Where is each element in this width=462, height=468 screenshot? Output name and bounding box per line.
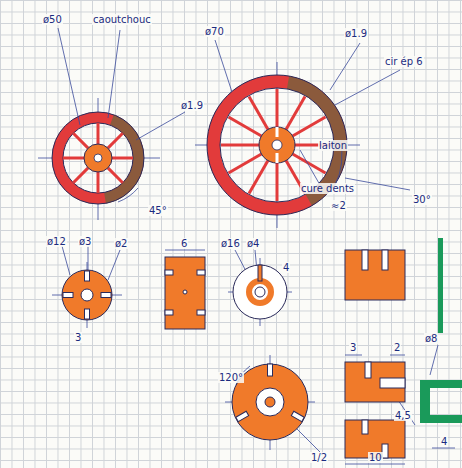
dimension-label: 45° <box>148 205 168 216</box>
dimension-label: ø50 <box>42 14 63 25</box>
dimension-label: ø16 <box>220 238 241 249</box>
shaft <box>420 238 462 423</box>
dimension-label: 6 <box>180 238 188 249</box>
dimension-label: 1/2 <box>310 452 328 463</box>
bush-front <box>62 270 112 320</box>
dimension-label: 120° <box>218 372 244 383</box>
dimension-label: 4 <box>440 436 448 447</box>
dimension-label: 4,5 <box>394 410 412 421</box>
dimension-label: caoutchouc <box>92 14 152 25</box>
dimension-label: ø2 <box>114 238 128 249</box>
dimension-label: 10 <box>368 452 383 463</box>
dimension-label: 3 <box>74 332 82 343</box>
dimension-label: 30° <box>412 194 432 205</box>
dimension-label: cure dents <box>300 183 355 194</box>
dimension-label: ø4 <box>246 238 260 249</box>
dimension-label: 2 <box>393 342 401 353</box>
dimension-label: ø1.9 <box>344 28 368 39</box>
dimension-label: ø8 <box>424 333 438 344</box>
dimension-label: ø12 <box>46 236 67 247</box>
hub-front <box>233 265 287 319</box>
small-wheel <box>52 112 144 204</box>
dimension-label: laiton <box>318 140 348 151</box>
section-views <box>345 250 405 458</box>
dimension-label: ø3 <box>78 236 92 247</box>
dimension-label: ≈2 <box>330 200 347 211</box>
dimension-label: 4 <box>282 262 290 273</box>
dimension-label: ø1.9 <box>180 100 204 111</box>
dimension-label: 3 <box>349 342 357 353</box>
bush-side <box>165 257 205 329</box>
dimension-label: cir ép 6 <box>384 56 424 67</box>
dimension-label: ø70 <box>204 26 225 37</box>
